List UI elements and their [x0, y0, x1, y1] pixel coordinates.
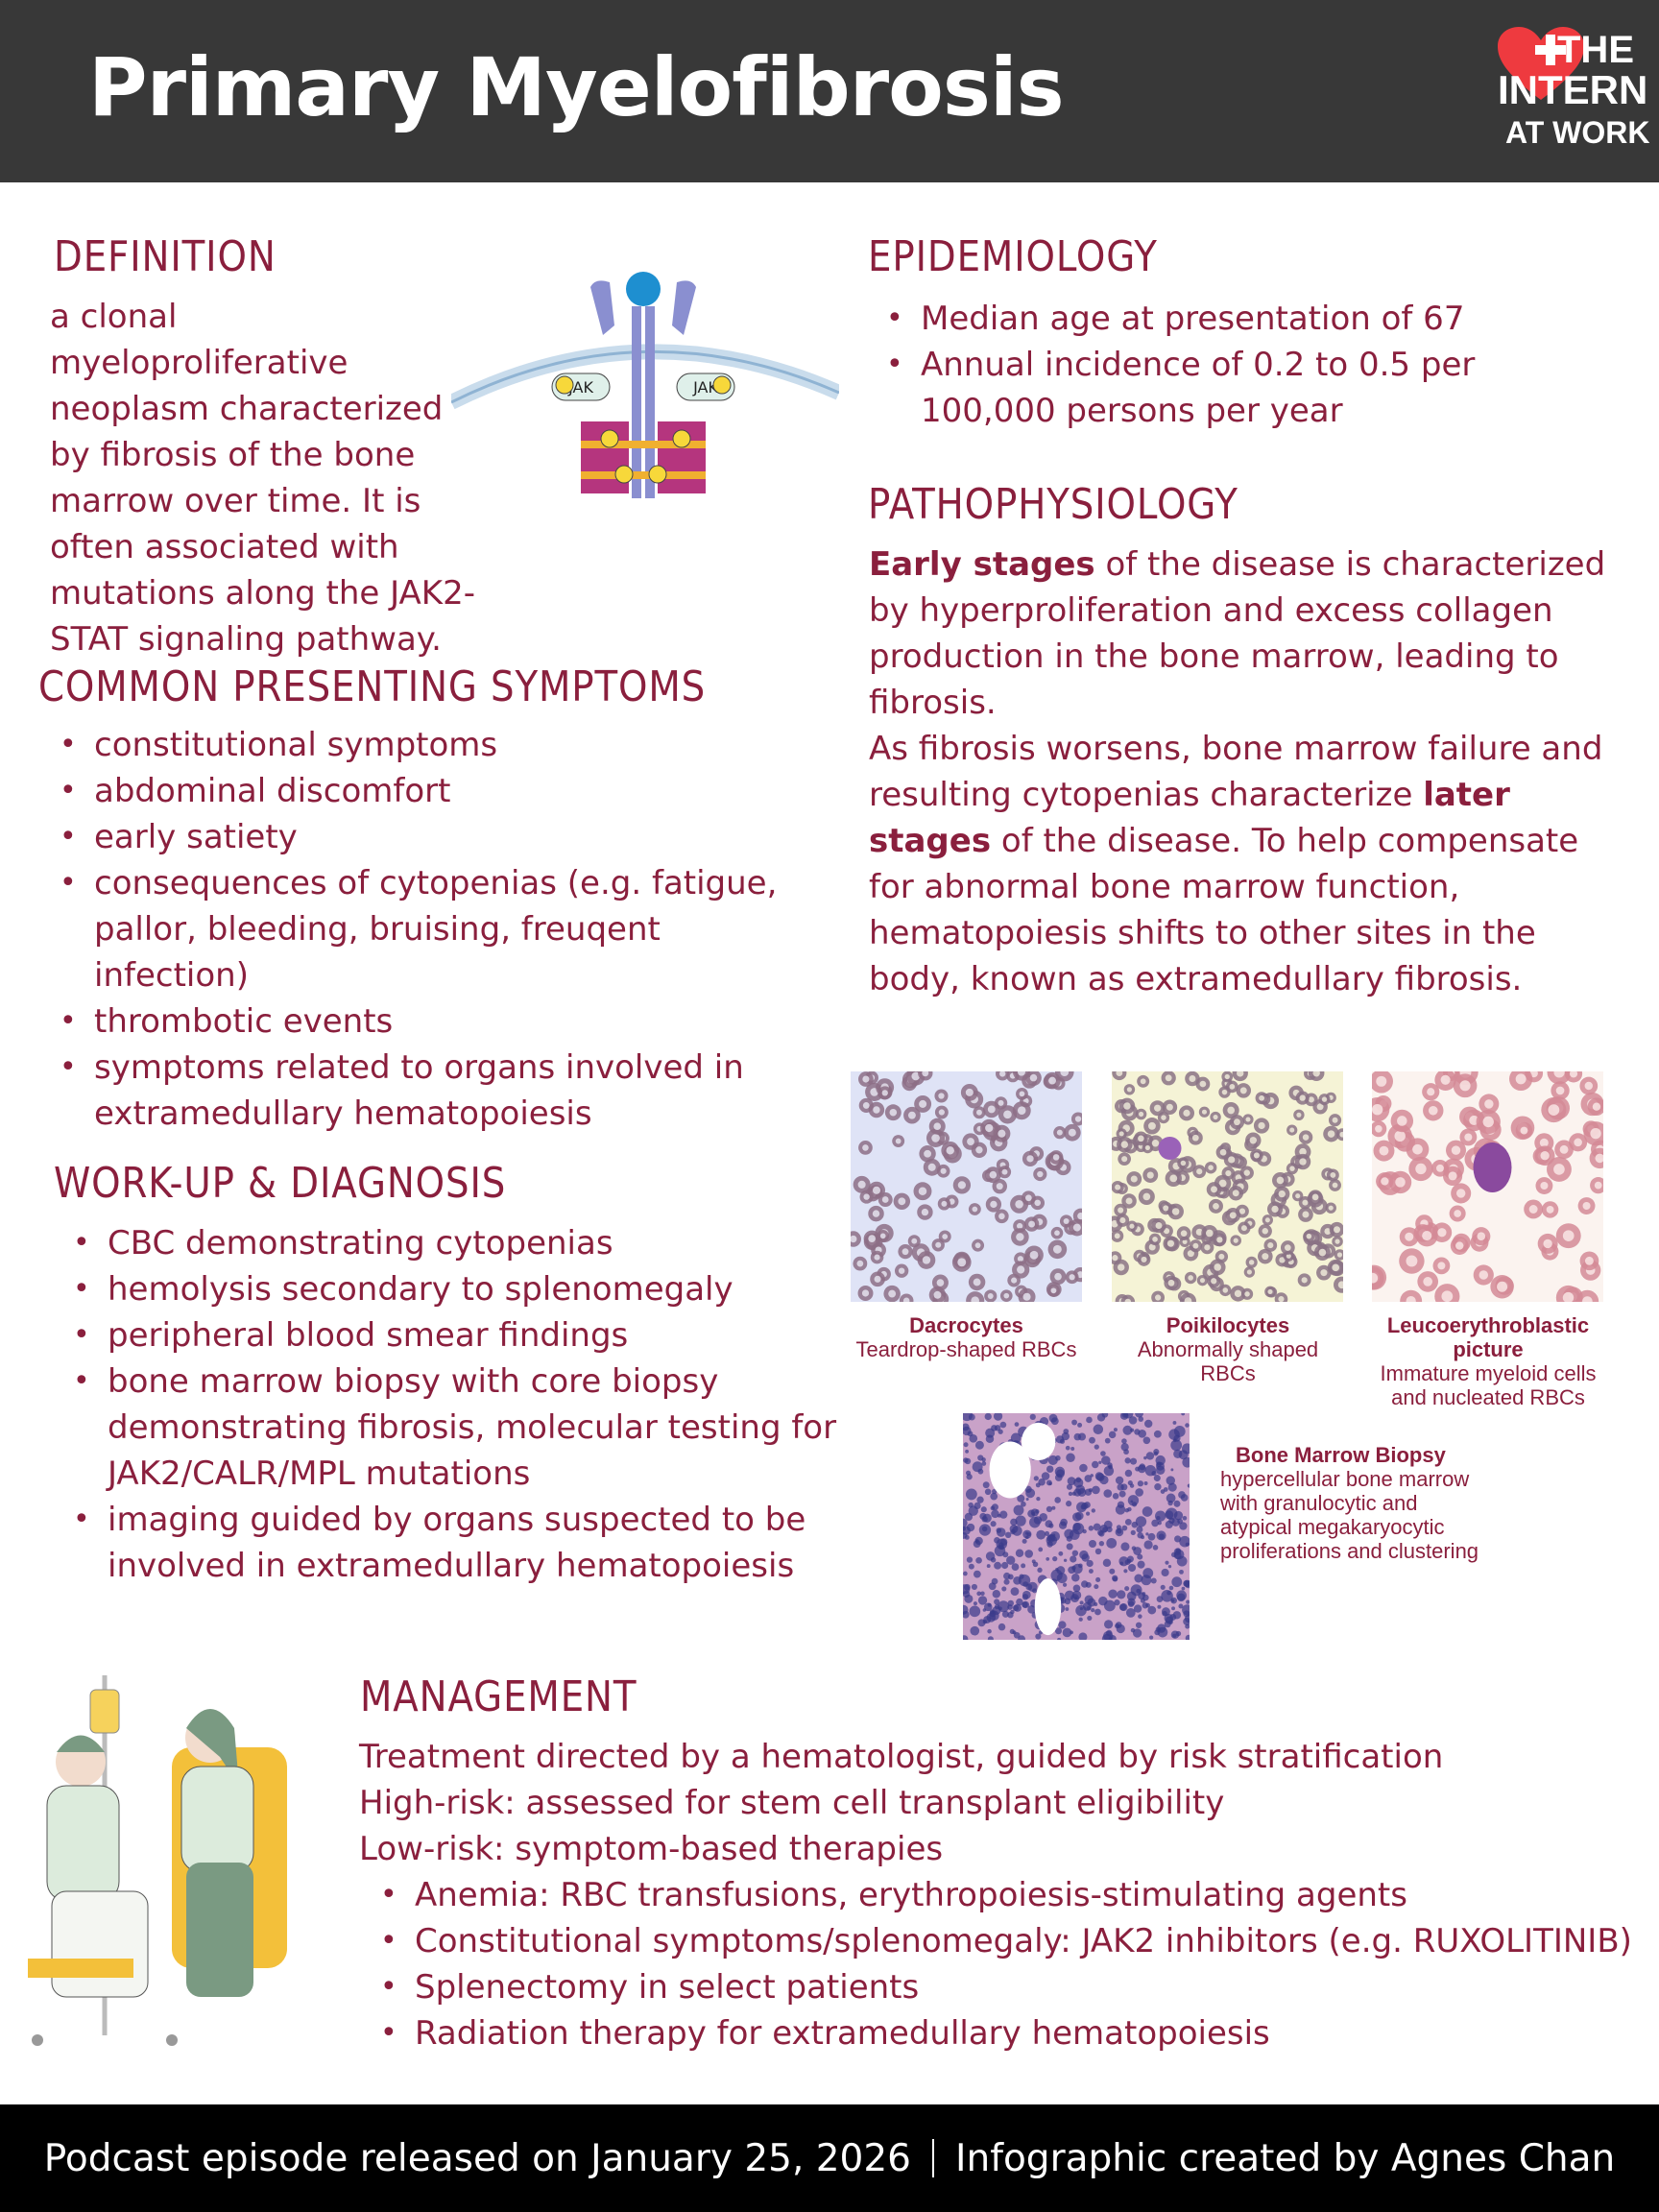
list-item: bone marrow biopsy with core biopsy demo… — [65, 1358, 843, 1497]
list-item: Radiation therapy for extramedullary hem… — [373, 2010, 1649, 2056]
logo-text-2: INTERN — [1498, 67, 1648, 112]
caption-text: Abnormally shaped RBCs — [1137, 1337, 1319, 1385]
epidemiology-list: Median age at presentation of 67 Annual … — [878, 296, 1493, 434]
management-heading: MANAGEMENT — [360, 1672, 637, 1721]
pathophysiology-paragraph-2: As fibrosis worsens, bone marrow failure… — [869, 726, 1618, 1002]
poikilocytes-image — [1112, 1071, 1343, 1302]
management-line: High-risk: assessed for stem cell transp… — [359, 1784, 1225, 1822]
jak-label: JAK — [692, 378, 718, 397]
list-item: constitutional symptoms — [52, 722, 820, 768]
logo-text-3: AT WORK — [1505, 115, 1650, 150]
text: As fibrosis worsens, bone marrow failure… — [869, 730, 1603, 814]
list-item: abdominal discomfort — [52, 768, 820, 814]
footer-divider — [932, 2139, 934, 2177]
bold-term: Early stages — [869, 545, 1095, 584]
caption-title: Dacrocytes — [909, 1313, 1023, 1337]
list-item: Constitutional symptoms/splenomegaly: JA… — [373, 1918, 1649, 1964]
pathophysiology-paragraph-1: Early stages of the disease is character… — [869, 541, 1618, 726]
list-item: peripheral blood smear findings — [65, 1312, 843, 1358]
list-item: Median age at presentation of 67 — [878, 296, 1493, 342]
list-item: consequences of cytopenias (e.g. fatigue… — [52, 860, 820, 998]
text: of the disease. To help compensate for a… — [869, 822, 1579, 998]
caption-title: Leucoerythroblastic picture — [1386, 1313, 1590, 1361]
management-text: Treatment directed by a hematologist, gu… — [359, 1734, 1626, 1872]
definition-heading: DEFINITION — [54, 232, 276, 281]
list-item: Annual incidence of 0.2 to 0.5 per 100,0… — [878, 342, 1493, 434]
text: of the disease is characterized by hyper… — [869, 545, 1606, 722]
management-line: Treatment directed by a hematologist, gu… — [359, 1738, 1444, 1776]
list-item: Anemia: RBC transfusions, erythropoiesis… — [373, 1872, 1649, 1918]
caption-text: Teardrop-shaped RBCs — [855, 1337, 1077, 1361]
list-item: thrombotic events — [52, 998, 820, 1045]
caption-title: Poikilocytes — [1166, 1313, 1290, 1337]
pathophysiology-text: Early stages of the disease is character… — [869, 541, 1618, 1002]
jak-label: JAK — [567, 378, 593, 397]
list-item: imaging guided by organs suspected to be… — [65, 1497, 814, 1589]
logo-text-1: THE — [1557, 29, 1634, 71]
definition-text: a clonal myeloproliferative neoplasm cha… — [50, 298, 475, 659]
jak-stat-receptor-illustration: JAK JAK — [451, 272, 839, 498]
management-list: Anemia: RBC transfusions, erythropoiesis… — [373, 1872, 1649, 2056]
workup-list: CBC demonstrating cytopenias hemolysis s… — [65, 1220, 843, 1589]
epidemiology-heading: EPIDEMIOLOGY — [868, 232, 1158, 281]
caption-text: hypercellular bone marrow with granulocy… — [1220, 1467, 1479, 1563]
dacrocytes-image — [851, 1071, 1082, 1302]
list-item: hemolysis secondary to splenomegaly — [65, 1266, 843, 1312]
list-item: symptoms related to organs involved in e… — [52, 1045, 762, 1137]
list-item: Splenectomy in select patients — [373, 1964, 1649, 2010]
bone-marrow-biopsy-image — [963, 1413, 1190, 1640]
symptoms-list: constitutional symptoms abdominal discom… — [52, 722, 820, 1137]
footer-bar: Podcast episode released on January 25, … — [0, 2104, 1659, 2212]
page-title: Primary Myelofibrosis — [88, 40, 1065, 134]
pathophysiology-heading: PATHOPHYSIOLOGY — [868, 480, 1238, 529]
management-line: Low-risk: symptom-based therapies — [359, 1830, 944, 1868]
workup-heading: WORK-UP & DIAGNOSIS — [54, 1159, 507, 1208]
heart-cross-icon — [1498, 27, 1584, 100]
footer-credit: Infographic created by Agnes Chan — [955, 2136, 1616, 2180]
symptoms-heading: COMMON PRESENTING SYMPTOMS — [38, 662, 707, 711]
logo: THE INTERN AT WORK — [1498, 27, 1651, 152]
footer-release-date: Podcast episode released on January 25, … — [43, 2136, 911, 2180]
header-bar: Primary Myelofibrosis THE INTERN AT WORK — [0, 0, 1659, 182]
bold-term: later stages — [869, 776, 1510, 860]
caption-text: Immature myeloid cells and nucleated RBC… — [1380, 1361, 1597, 1409]
leucoerythroblastic-image — [1372, 1071, 1603, 1302]
list-item: CBC demonstrating cytopenias — [65, 1220, 843, 1266]
list-item: early satiety — [52, 814, 820, 860]
infusion-patient-illustration — [28, 1675, 287, 2046]
caption-title: Bone Marrow Biopsy — [1236, 1443, 1446, 1467]
